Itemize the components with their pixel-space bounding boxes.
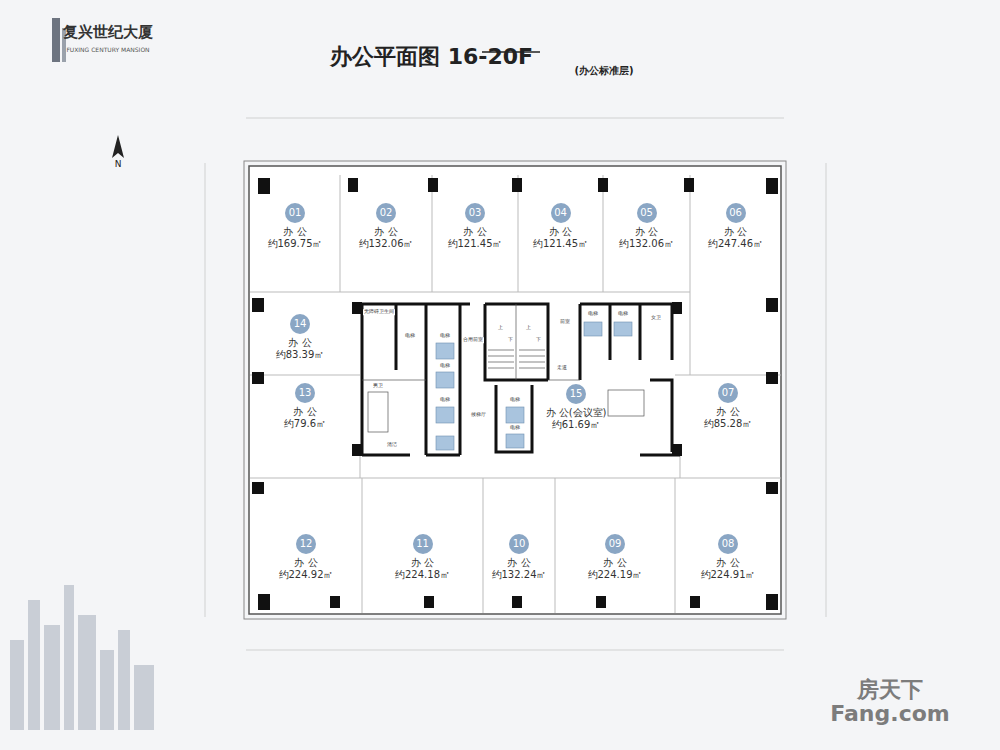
- office-unit: 11 办 公约224.18㎡: [362, 478, 483, 613]
- unit-number: 10: [509, 534, 529, 554]
- unit-number: 11: [413, 534, 433, 554]
- unit-area: 约224.92㎡: [279, 569, 334, 581]
- room-label: 电梯: [439, 333, 451, 339]
- unit-area: 约79.6㎡: [284, 418, 326, 430]
- unit-area: 约224.19㎡: [588, 569, 643, 581]
- room-label: 清洁: [386, 442, 398, 448]
- unit-area: 约83.39㎡: [276, 349, 325, 361]
- core-walls: [362, 304, 680, 455]
- unit-number: 07: [718, 383, 738, 403]
- room-label: 电梯: [404, 333, 416, 339]
- office-unit: 07 办 公约85.28㎡: [675, 375, 781, 478]
- unit-use: 办 公: [463, 226, 486, 238]
- room-label: 走道: [556, 365, 568, 371]
- unit-area: 约132.06㎡: [359, 238, 414, 250]
- room-label: 电梯: [617, 311, 629, 317]
- room-label: 合用前室: [462, 337, 484, 343]
- unit-use: 办 公: [283, 226, 306, 238]
- unit-area: 约132.06㎡: [619, 238, 674, 250]
- unit-use: 办 公: [288, 337, 311, 349]
- office-unit: 10 办 公约132.24㎡: [483, 478, 555, 613]
- office-unit: 02 办 公约132.06㎡: [340, 175, 432, 292]
- room-label: 前室: [559, 319, 571, 325]
- office-unit: 03 办 公约121.45㎡: [432, 175, 518, 292]
- unit-use: 办 公: [549, 226, 572, 238]
- room-label: 男卫: [372, 383, 384, 389]
- unit-use: 办 公: [293, 406, 316, 418]
- north-label: N: [115, 160, 122, 170]
- unit-use: 办 公: [635, 226, 658, 238]
- unit-use: 办 公: [724, 226, 747, 238]
- office-unit: 06 办 公约247.46㎡: [690, 175, 781, 375]
- core-detail: [362, 304, 644, 432]
- office-unit: 05 办 公约132.06㎡: [603, 175, 690, 292]
- unit-number: 08: [718, 534, 738, 554]
- unit-area: 约121.45㎡: [533, 238, 588, 250]
- office-unit: 12 办 公约224.92㎡: [250, 478, 362, 613]
- unit-area: 约169.75㎡: [268, 238, 323, 250]
- building-outline: [244, 161, 786, 619]
- room-label: 上: [525, 325, 532, 331]
- unit-use: 办 公(会议室): [546, 407, 607, 419]
- unit-number: 01: [285, 203, 305, 223]
- unit-area: 约224.91㎡: [701, 569, 756, 581]
- office-unit: 14 办 公约83.39㎡: [250, 292, 350, 375]
- room-label: 电梯: [587, 311, 599, 317]
- unit-number: 06: [726, 203, 746, 223]
- room-label: 电梯: [439, 397, 451, 403]
- dimension-lines: [205, 118, 826, 650]
- room-label: 下: [507, 337, 514, 343]
- unit-number: 13: [295, 383, 315, 403]
- unit-number: 15: [566, 384, 586, 404]
- unit-use: 办 公: [716, 557, 739, 569]
- watermark: Fang.com: [830, 702, 949, 726]
- logo-mark: [52, 18, 60, 62]
- room-label: 电梯: [439, 363, 451, 369]
- diagram-title: 办公平面图 16-20F: [330, 42, 533, 72]
- unit-use: 办 公: [411, 557, 434, 569]
- office-unit: 04 办 公约121.45㎡: [518, 175, 603, 292]
- unit-number: 14: [290, 314, 310, 334]
- logo-text: FUXING CENTURY MANSION: [66, 47, 149, 54]
- unit-use: 办 公: [603, 557, 626, 569]
- building-outline: [249, 166, 781, 614]
- elevator-car: [436, 322, 632, 450]
- unit-area: 约121.45㎡: [448, 238, 503, 250]
- subtitle: (办公标准层): [574, 65, 633, 76]
- room-label: 下: [535, 337, 542, 343]
- office-unit: 13 办 公约79.6㎡: [250, 375, 360, 475]
- room-label: 电梯: [509, 425, 521, 431]
- room-label: 无障碍卫生间: [363, 309, 395, 315]
- office-unit: 01 办 公约169.75㎡: [250, 175, 340, 292]
- unit-number: 05: [637, 203, 657, 223]
- structural-columns: [252, 178, 778, 610]
- room-label: 电梯: [509, 397, 521, 403]
- unit-use: 办 公: [507, 557, 530, 569]
- unit-number: 09: [605, 534, 625, 554]
- unit-number: 12: [296, 534, 316, 554]
- room-label: 候梯厅: [470, 412, 487, 418]
- unit-area: 约85.28㎡: [704, 418, 753, 430]
- office-unit: 09 办 公约224.19㎡: [555, 478, 675, 613]
- unit-number: 04: [551, 203, 571, 223]
- logo-text: 复兴世纪大厦: [63, 24, 153, 41]
- office-unit: 15 办 公(会议室)约61.69㎡: [540, 384, 612, 440]
- office-unit: 08 办 公约224.91㎡: [675, 478, 781, 613]
- watermark: 房天下: [857, 678, 923, 702]
- skyline: [10, 585, 154, 730]
- north-arrow: [112, 135, 124, 158]
- unit-number: 02: [376, 203, 396, 223]
- unit-area: 约61.69㎡: [552, 419, 601, 431]
- unit-area: 约224.18㎡: [395, 569, 450, 581]
- unit-use: 办 公: [716, 406, 739, 418]
- unit-use: 办 公: [374, 226, 397, 238]
- unit-area: 约247.46㎡: [708, 238, 763, 250]
- unit-area: 约132.24㎡: [492, 569, 547, 581]
- unit-number: 03: [465, 203, 485, 223]
- unit-use: 办 公: [294, 557, 317, 569]
- partition-walls: [250, 175, 781, 613]
- room-label: 女卫: [650, 315, 662, 321]
- room-label: 上: [497, 325, 504, 331]
